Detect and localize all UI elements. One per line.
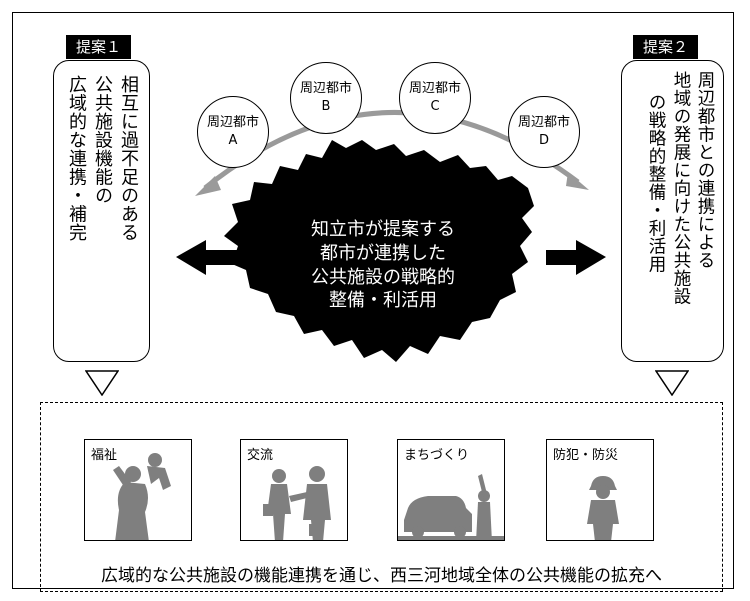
proposal-1-line-3: 広域的な連携・補完 (66, 75, 87, 242)
city-d-letter: D (538, 133, 549, 148)
people-meeting-silhouette-icon (263, 466, 331, 540)
down-triangle-left (85, 370, 119, 396)
proposal-2-line-1: 周辺都市との連携による (695, 71, 715, 269)
category-welfare-label: 福祉 (91, 448, 118, 463)
category-welfare: 福祉 (84, 439, 192, 541)
proposal-1-line-2: 公共施設機能の (92, 75, 113, 205)
category-exchange: 交流 (240, 439, 348, 541)
category-town-planning-label: まちづくり (404, 448, 470, 463)
left-arrow (176, 240, 240, 275)
center-text: 知立市が提案する 都市が連携した 公共施設の戦略的 整備・利活用 (288, 218, 478, 313)
category-crime-disaster: 防犯・防災 (546, 439, 654, 541)
mother-child-silhouette-icon (113, 453, 171, 540)
arrow-head-right-grey (566, 172, 589, 190)
category-town-planning: まちづくり (397, 439, 505, 541)
category-crime-disaster-label: 防犯・防災 (553, 448, 619, 463)
right-arrow (546, 240, 606, 275)
city-a-circle: 周辺都市 A (197, 96, 269, 168)
town-car-silhouette-icon (398, 474, 504, 540)
center-line-3: 公共施設の戦略的 (311, 266, 455, 288)
proposal-2-tag: 提案２ (633, 35, 699, 59)
city-c-circle: 周辺都市 C (399, 62, 471, 134)
proposal-1-line-1: 相互に過不足のある (118, 75, 139, 242)
center-line-2: 都市が連携した (320, 242, 446, 264)
diagram-frame (12, 12, 734, 589)
city-a-letter: A (228, 133, 238, 148)
city-a-name: 周辺都市 (206, 115, 259, 131)
proposal-2-line-2: 地域の発展に向けた公共施設 (671, 71, 691, 305)
city-b-circle: 周辺都市 B (290, 62, 362, 134)
proposal-2-line-3: の戦略的整備・利活用 (646, 93, 666, 273)
proposal-1-box: 相互に過不足のある 公共施設機能の 広域的な連携・補完 (53, 60, 150, 362)
city-b-name: 周辺都市 (299, 81, 352, 97)
center-line-4: 整備・利活用 (329, 290, 437, 312)
arrow-head-left-grey (195, 176, 221, 196)
proposal-1-tag: 提案１ (66, 35, 132, 59)
city-d-circle: 周辺都市 D (508, 96, 580, 168)
city-d-name: 周辺都市 (517, 115, 570, 131)
category-exchange-label: 交流 (247, 448, 274, 463)
city-c-name: 周辺都市 (408, 81, 461, 97)
proposal-2-box: 周辺都市との連携による 地域の発展に向けた公共施設 の戦略的整備・利活用 (621, 60, 724, 362)
outcome-panel: 福祉 交流 (40, 402, 723, 592)
center-line-1: 知立市が提案する (311, 219, 455, 240)
outcome-caption: 広域的な公共施設の機能連携を通じ、西三河地域全体の公共機能の拡充へ (101, 566, 662, 586)
firefighter-silhouette-icon (587, 476, 619, 540)
city-b-letter: B (321, 99, 331, 114)
city-c-letter: C (430, 99, 440, 114)
city-map-silhouette (224, 140, 534, 362)
down-triangle-right (655, 370, 689, 396)
